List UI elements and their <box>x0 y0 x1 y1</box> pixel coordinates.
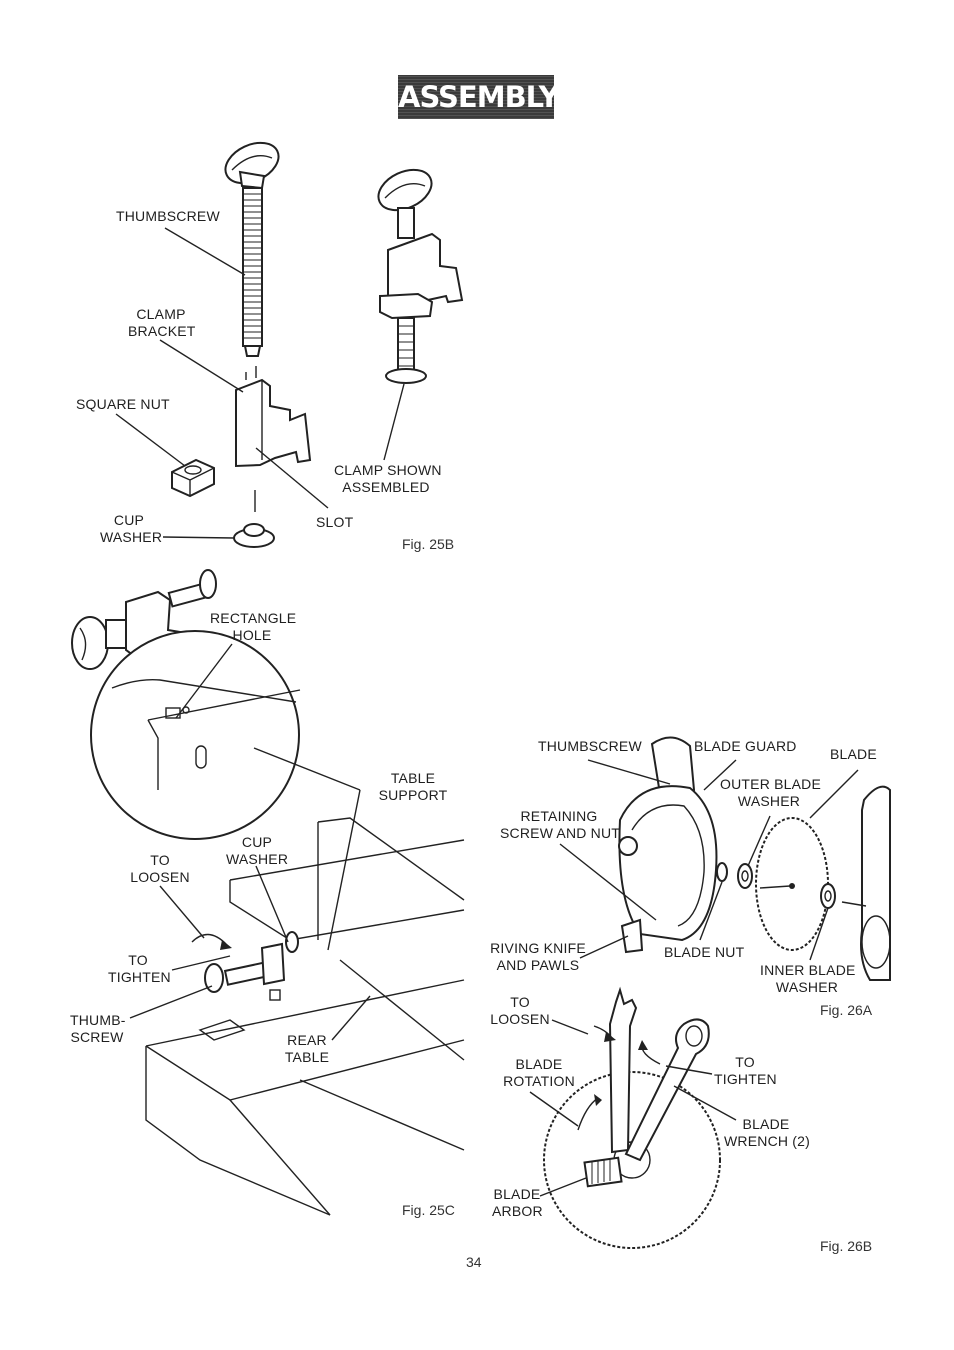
page-number: 34 <box>466 1254 482 1270</box>
page-title: ASSEMBLY <box>398 75 560 119</box>
label-thumbscrew: THUMBSCREW <box>116 208 220 224</box>
label-square-nut: SQUARE NUT <box>76 396 170 412</box>
caption-fig25c: Fig. 25C <box>402 1202 455 1218</box>
fig26b-drawing <box>543 986 721 1249</box>
fig25b-leaders <box>115 227 405 539</box>
fig25c-drawing <box>71 569 465 1216</box>
label-blade-guard: BLADE GUARD <box>694 738 797 754</box>
fig26a-leaders <box>559 759 859 961</box>
caption-fig26b: Fig. 26B <box>820 1238 873 1254</box>
caption-fig25b: Fig. 25B <box>402 536 455 552</box>
fig25b-drawing <box>171 141 464 548</box>
caption-fig26a: Fig. 26A <box>820 1002 873 1018</box>
label-thumb-screw: THUMB-SCREW <box>70 1012 126 1045</box>
label-slot: SLOT <box>316 514 354 530</box>
fig25c-leaders <box>129 643 371 1041</box>
label-blade: BLADE <box>830 746 877 762</box>
fig26b-leaders <box>529 1019 737 1197</box>
label-thumbscrew-26a: THUMBSCREW <box>538 738 642 754</box>
fig26a-drawing <box>618 736 891 981</box>
label-blade-nut: BLADE NUT <box>664 944 745 960</box>
